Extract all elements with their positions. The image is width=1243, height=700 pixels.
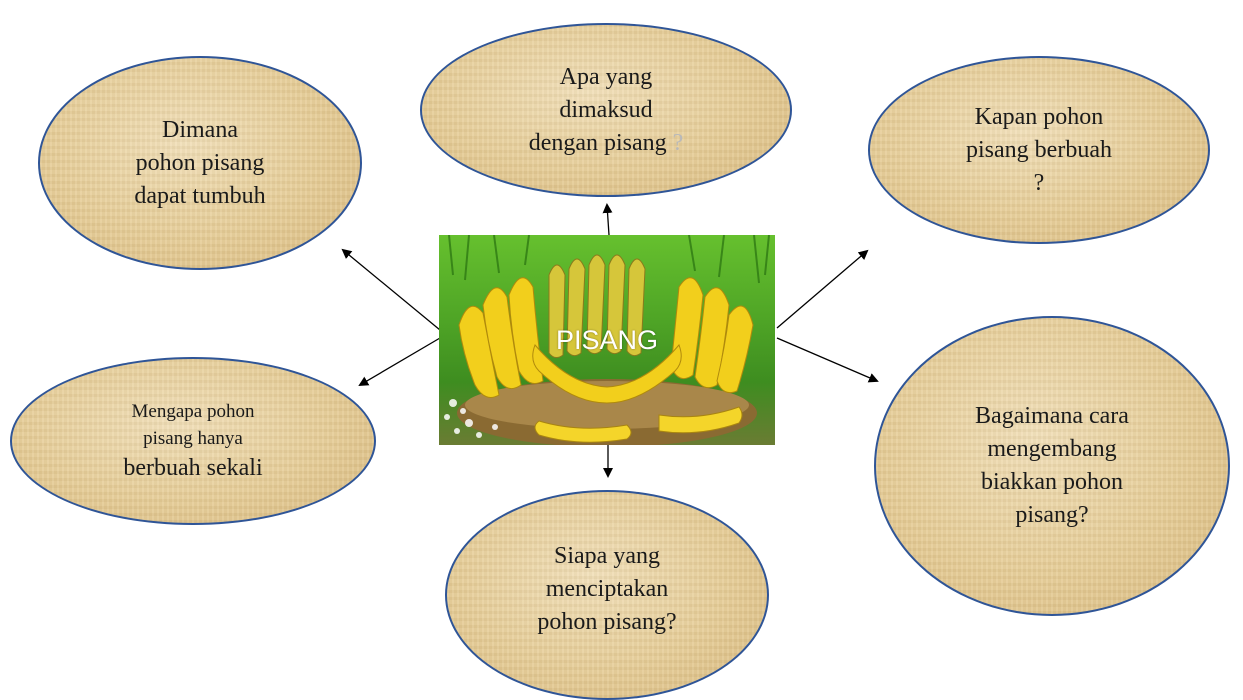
question-bubble-top-right: Kapan pohon pisang berbuah ? <box>868 56 1210 244</box>
question-bottom-text: Siapa yang menciptakan pohon pisang? <box>537 543 677 635</box>
question-top-right-text: Kapan pohon pisang berbuah ? <box>966 103 1112 196</box>
question-bubble-left: Mengapa pohon pisang hanya berbuah sekal… <box>10 357 376 525</box>
arrow-to-left <box>358 337 441 387</box>
question-bubble-right: Bagaimana cara mengembang biakkan pohon … <box>874 316 1230 616</box>
question-top-left-text: Dimana pohon pisang dapat tumbuh <box>134 116 266 209</box>
banana-image: PISANG <box>439 235 775 445</box>
arrow-to-top <box>602 203 613 236</box>
arrow-to-top-left <box>341 248 441 331</box>
question-left-text: Mengapa pohon pisang hanya berbuah sekal… <box>123 400 263 481</box>
arrow-to-right <box>776 337 879 383</box>
question-bubble-bottom: Siapa yang menciptakan pohon pisang? <box>445 490 769 700</box>
banana-bunch-illustration <box>444 235 770 445</box>
question-bubble-top: Apa yang dimaksud dengan pisang ? <box>420 23 792 197</box>
arrow-to-top-right <box>776 249 869 329</box>
center-label: PISANG <box>555 325 659 355</box>
question-right-text: Bagaimana cara mengembang biakkan pohon … <box>975 403 1129 528</box>
question-bubble-top-left: Dimana pohon pisang dapat tumbuh <box>38 56 362 270</box>
question-top-text: Apa yang dimaksud dengan pisang ? <box>528 63 684 156</box>
question-mark: ? <box>672 129 684 156</box>
